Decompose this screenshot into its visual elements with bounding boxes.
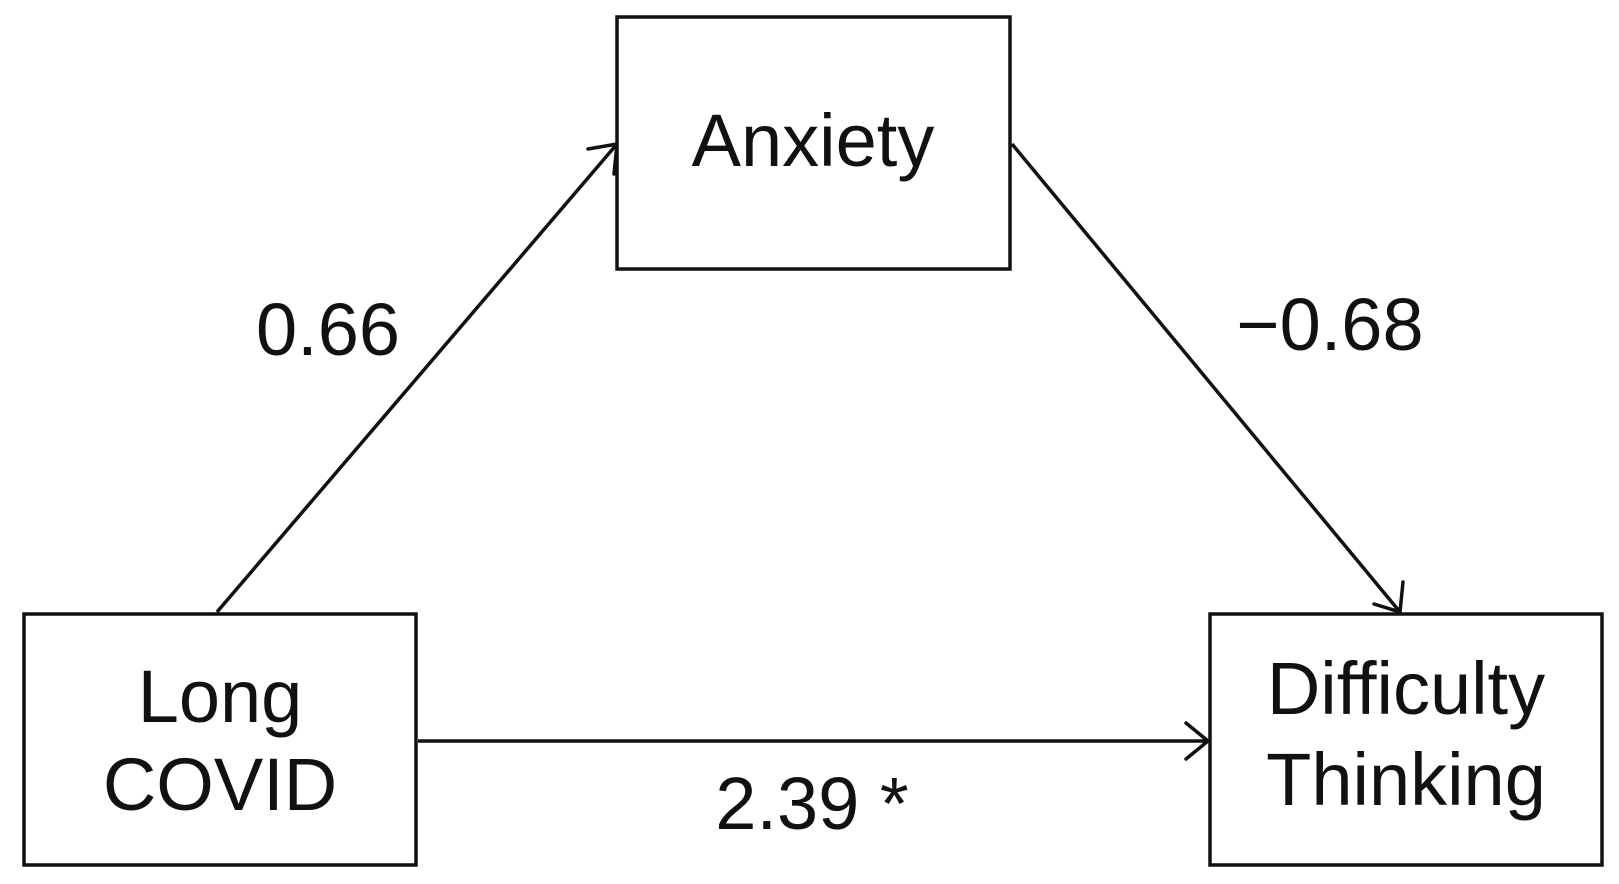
edge-covid-to-thinking	[418, 721, 1210, 761]
arrowhead-thinking-left-icon	[1184, 721, 1210, 761]
edge-anxiety-to-thinking-line	[1010, 142, 1402, 614]
coefficient-covid-to-anxiety: 0.66	[256, 288, 400, 371]
edge-covid-to-anxiety	[215, 142, 619, 614]
node-difficulty-thinking-box	[1208, 612, 1604, 867]
node-long-covid-label-line2: COVID	[103, 743, 337, 826]
edge-covid-to-anxiety-line	[215, 142, 619, 614]
edge-anxiety-to-thinking	[1010, 142, 1405, 614]
node-difficulty-thinking-label-line1: Difficulty	[1267, 647, 1545, 730]
coefficient-anxiety-to-thinking: −0.68	[1236, 283, 1423, 366]
arrowhead-thinking-top-icon	[1372, 580, 1405, 614]
node-anxiety-label: Anxiety	[692, 99, 935, 182]
node-long-covid-label-line1: Long	[138, 655, 303, 738]
node-long-covid-box	[22, 612, 418, 867]
node-difficulty-thinking: Difficulty Thinking	[1208, 612, 1604, 867]
node-long-covid: Long COVID	[22, 612, 418, 867]
node-anxiety: Anxiety	[615, 15, 1012, 271]
coefficient-covid-to-thinking: 2.39 *	[715, 762, 908, 845]
node-difficulty-thinking-label-line2: Thinking	[1266, 738, 1546, 821]
node-anxiety-box	[615, 15, 1012, 271]
